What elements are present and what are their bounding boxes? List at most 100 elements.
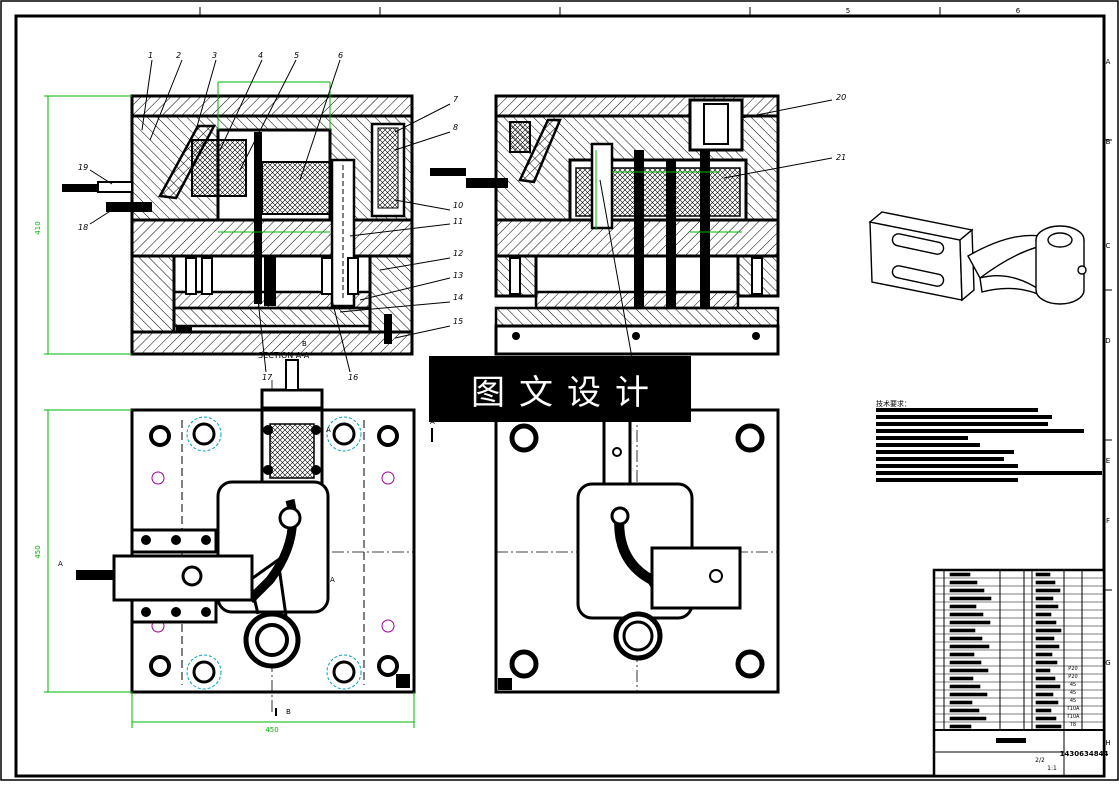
zone-letter: B [1106, 138, 1111, 146]
parts-list-cell-bar [1035, 716, 1057, 721]
parts-list-cell-bar [949, 668, 989, 673]
balloon-label: 6 [338, 51, 343, 60]
zone-letter: H [1105, 739, 1110, 747]
parts-list-cell-bar [949, 700, 973, 705]
balloon-label: 12 [453, 249, 463, 258]
parts-list-cell-bar [1035, 572, 1051, 577]
balloon-label: 10 [453, 201, 463, 210]
material-cell: 45 [1070, 690, 1076, 696]
parts-list-cell-bar [1035, 708, 1052, 713]
parts-list-cell-bar [949, 636, 983, 641]
parts-list-cell-bar [949, 612, 984, 617]
balloon-label: 18 [78, 223, 88, 232]
material-cell: P20 [1068, 666, 1077, 672]
zone-number: 6 [1016, 7, 1021, 15]
material-cell: P20 [1068, 674, 1077, 680]
balloon-label: 2 [176, 51, 181, 60]
parts-list-cell-bar [1035, 724, 1062, 729]
parts-list-cell-bar [1035, 644, 1060, 649]
zone-letter: F [1106, 517, 1110, 525]
parts-list-cell-bar [1035, 684, 1061, 689]
parts-list-cell-bar [949, 708, 980, 713]
zone-letter: A [1106, 58, 1111, 66]
watermark-banner: 图文设计 [429, 356, 691, 422]
parts-list-cell-bar [949, 620, 991, 625]
zone-labels: 5 6 A B C D E F G H [846, 7, 1111, 747]
parts-list-cell-bar [1035, 596, 1054, 601]
material-cell: T10A [1066, 714, 1080, 720]
part-isometric [868, 211, 1087, 305]
section-label: SECTION A-A [258, 351, 310, 360]
drawing-number: 1430634844 [1060, 750, 1109, 758]
sheet-count: 2/2 [1035, 757, 1045, 764]
parts-list-cell-bar [949, 628, 976, 633]
cut-mark: A [58, 560, 63, 568]
balloon-label: 7 [453, 95, 459, 104]
cut-mark: A [430, 418, 435, 426]
balloon-label: 16 [348, 373, 358, 382]
balloon-label: 3 [212, 51, 217, 60]
parts-list-cell-bar [949, 572, 971, 577]
balloon-label: 17 [262, 373, 273, 382]
section-view-a-a: 410 1 2 3 4 5 6 7 8 10 11 12 13 14 [34, 51, 846, 382]
plan-view-fixed-half [494, 408, 780, 694]
parts-list-cell-bar [1035, 612, 1052, 617]
cut-mark: A [330, 576, 335, 584]
parts-list-cell-bar [949, 716, 987, 721]
parts-list-cell-bar [1035, 628, 1062, 633]
parts-list-cell-bar [949, 604, 977, 609]
cut-mark: B [286, 708, 291, 716]
parts-list-cell-bar [1035, 668, 1051, 673]
parts-list-cell-bar [1035, 604, 1059, 609]
material-cell: T8 [1069, 722, 1076, 728]
parts-list-cell-bar [949, 580, 978, 585]
material-cell: T10A [1066, 706, 1080, 712]
balloon-label: 15 [453, 317, 463, 326]
balloon-label: 11 [453, 217, 463, 226]
balloon-label: 19 [78, 163, 88, 172]
balloon-label: 5 [294, 51, 299, 60]
tech-req-title: 技术要求： [876, 399, 911, 408]
zone-letter: C [1106, 242, 1111, 250]
dimension-height: 450 [34, 545, 42, 558]
balloon-label: 14 [453, 293, 463, 302]
cut-mark: A [326, 426, 331, 434]
technical-requirements: 技术要求： [876, 399, 1102, 482]
zone-letter: D [1105, 337, 1110, 345]
zone-letter: G [1105, 659, 1110, 667]
parts-list-cell-bar [1035, 620, 1057, 625]
balloon-label: 20 [836, 93, 846, 102]
parts-list-cell-bar [1035, 588, 1061, 593]
material-cell: 45 [1070, 682, 1076, 688]
parts-list-cell-bar [949, 676, 974, 681]
balloon-label: 13 [453, 271, 463, 280]
section-view-b-b [430, 94, 833, 359]
parts-list-cell-bar [1035, 652, 1053, 657]
zone-number: 5 [846, 7, 850, 15]
dimension-height: 410 [34, 221, 42, 234]
parts-list-cell-bar [1035, 660, 1058, 665]
parts-list-cell-bar [1035, 636, 1055, 641]
scale: 1:1 [1047, 765, 1057, 772]
parts-list-cell-bar [1035, 692, 1054, 697]
zone-letter: E [1106, 457, 1110, 465]
part-balloons: 1 2 3 4 5 6 7 8 10 11 12 13 14 15 16 17 … [78, 51, 846, 382]
parts-list-cell-bar [1035, 676, 1056, 681]
parts-list-cell-bar [949, 724, 972, 729]
balloon-label: 4 [258, 51, 263, 60]
material-cell: 45 [1070, 698, 1076, 704]
plan-view-moving-half: 450 450 A A A A B [34, 359, 435, 734]
parts-list-cell-bar [1035, 580, 1056, 585]
balloon-label: 1 [148, 51, 153, 60]
parts-list-cell-bar [949, 588, 985, 593]
parts-list-cell-bar [949, 684, 981, 689]
balloon-label: 8 [453, 123, 458, 132]
parts-list-cell-bar [949, 660, 982, 665]
watermark-text: 图文设计 [471, 372, 663, 413]
parts-list-cell-bar [949, 692, 988, 697]
dimension-width: 450 [265, 726, 278, 734]
parts-list-cell-bar [949, 652, 975, 657]
